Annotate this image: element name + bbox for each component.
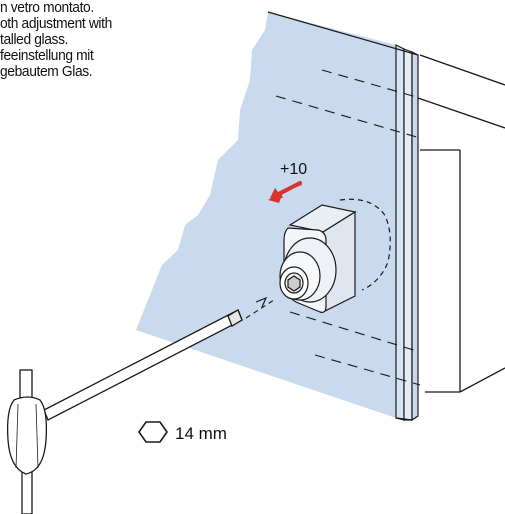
hexagon-icon <box>138 421 168 443</box>
instruction-line: n vetro montato. <box>0 0 94 16</box>
instruction-line: talled glass. <box>0 31 69 48</box>
insertion-guide <box>245 299 275 319</box>
insertion-arrowhead <box>255 296 268 308</box>
instruction-line: feeinstellung mit <box>0 47 94 64</box>
instruction-text: n vetro montato. oth adjustment with tal… <box>0 0 112 80</box>
wrench-size-label: 14 mm <box>175 424 227 443</box>
hex-wrench-icon <box>6 309 243 514</box>
hidden-edge-lines <box>275 69 421 386</box>
adjuster-knob <box>279 198 391 313</box>
instruction-line: oth adjustment with <box>0 15 112 32</box>
instruction-line: gebautem Glas. <box>0 63 93 80</box>
frame-box <box>417 54 505 393</box>
glass-pane <box>136 11 419 422</box>
adjustment-label: +10 <box>280 161 307 178</box>
adjustment-arrow <box>268 181 302 203</box>
